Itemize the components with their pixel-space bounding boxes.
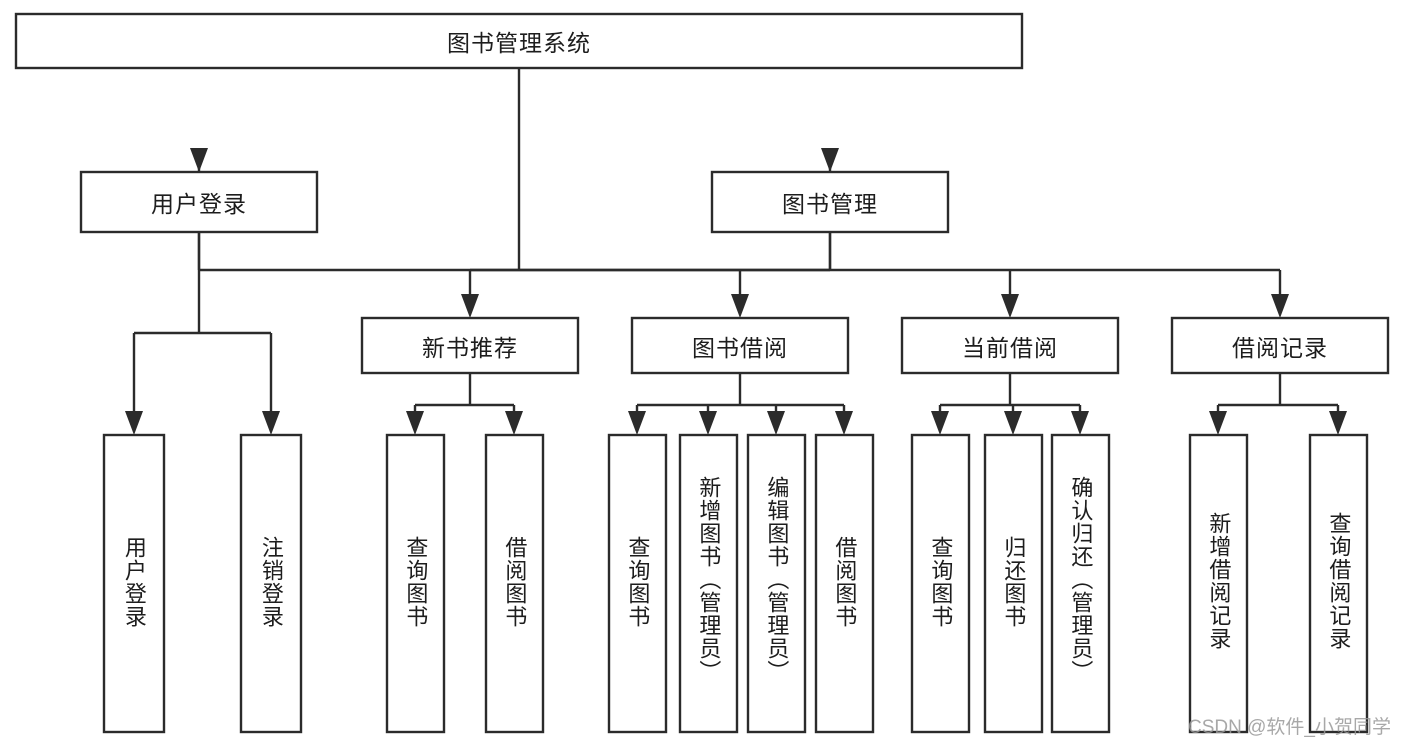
arrowhead-icon [1004,411,1022,435]
node-box-book-borrow[interactable] [630,316,850,375]
node-box-user-login[interactable] [79,170,319,234]
arrowhead-icon [1001,294,1019,318]
node-box-leaf-confirm-return[interactable] [1050,433,1111,734]
node-box-leaf-user-login[interactable] [102,433,166,734]
node-box-borrow-records[interactable] [1170,316,1390,375]
node-box-layer [14,12,1390,734]
arrowhead-icon [628,411,646,435]
arrowhead-icon [931,411,949,435]
node-box-leaf-query-book-current[interactable] [910,433,971,734]
node-box-leaf-logout[interactable] [239,433,303,734]
node-box-current-borrow[interactable] [900,316,1120,375]
arrowhead-icon [767,411,785,435]
node-box-leaf-add-borrow-record[interactable] [1188,433,1249,734]
watermark-text: CSDN @软件_小贺同学 [1188,717,1391,738]
arrowhead-icon [505,411,523,435]
arrowhead-icon [1071,411,1089,435]
arrowhead-icon [262,411,280,435]
node-box-book-management[interactable] [710,170,950,234]
arrowhead-layer [125,148,1347,435]
arrowhead-icon [1209,411,1227,435]
node-box-leaf-edit-book[interactable] [746,433,807,734]
arrowhead-icon [821,148,839,172]
node-box-leaf-borrow-book-recommend[interactable] [484,433,545,734]
arrowhead-icon [125,411,143,435]
node-box-leaf-query-book-recommend[interactable] [385,433,446,734]
node-box-new-book-recommend[interactable] [360,316,580,375]
arrowhead-icon [1329,411,1347,435]
node-box-root[interactable] [14,12,1024,70]
arrowhead-icon [1271,294,1289,318]
arrowhead-icon [835,411,853,435]
node-box-leaf-borrow-book[interactable] [814,433,875,734]
arrowhead-icon [406,411,424,435]
node-box-leaf-return-book[interactable] [983,433,1044,734]
arrowhead-icon [190,148,208,172]
node-box-leaf-query-borrow-record[interactable] [1308,433,1369,734]
arrowhead-icon [731,294,749,318]
arrowhead-icon [461,294,479,318]
node-box-leaf-query-book-borrow[interactable] [607,433,668,734]
arrowhead-icon [699,411,717,435]
node-box-leaf-add-book[interactable] [678,433,739,734]
